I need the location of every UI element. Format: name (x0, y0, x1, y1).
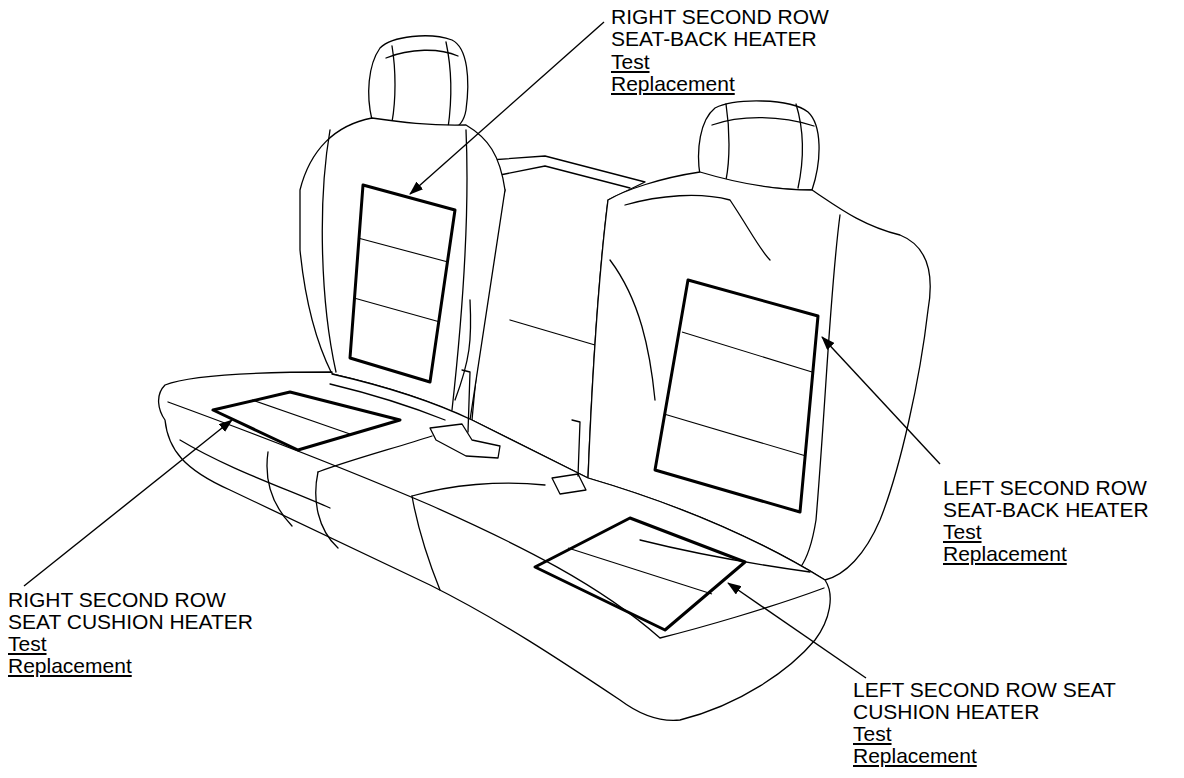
procedure-link: Test (853, 723, 892, 745)
procedure-link: Test (611, 51, 650, 73)
procedure-link: Replacement (611, 73, 735, 95)
procedure-link: Test (943, 521, 982, 543)
callout-heading: RIGHT SECOND ROW SEAT CUSHION HEATER (8, 589, 280, 633)
procedure-link: Replacement (8, 655, 132, 677)
procedure-link: Test (8, 633, 47, 655)
procedure-link: Replacement (943, 543, 1067, 565)
callout-heading: LEFT SECOND ROW SEAT CUSHION HEATER (853, 679, 1143, 723)
callout-heading: LEFT SECOND ROW SEAT-BACK HEATER (943, 477, 1178, 521)
callout-heading: RIGHT SECOND ROW SEAT-BACK HEATER (611, 6, 861, 50)
procedure-link: Replacement (853, 745, 977, 767)
